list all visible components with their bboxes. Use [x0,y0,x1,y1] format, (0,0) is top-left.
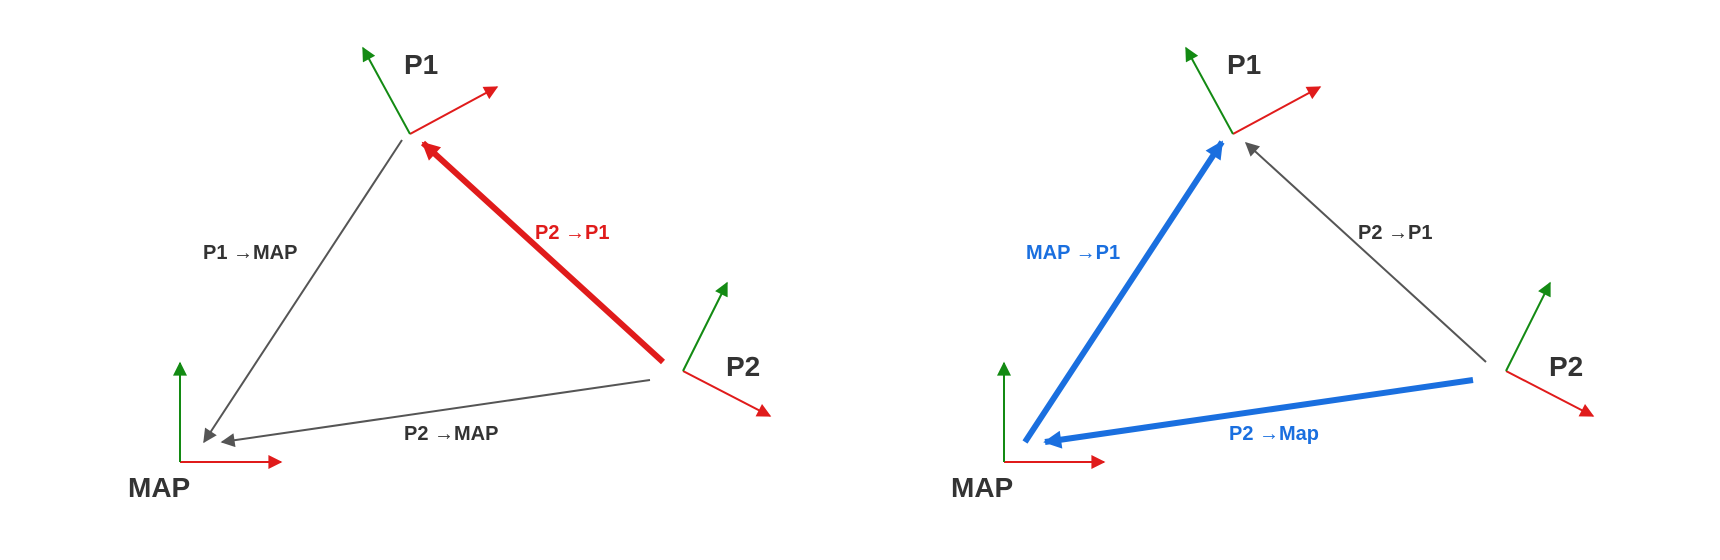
label-p1-right: P1 [1227,49,1261,80]
label-map: MAP [128,472,190,503]
map-frame-axes [173,361,283,469]
p2-x-axis [682,370,772,417]
p1-y-axis [362,46,411,135]
label-p1-to-map: P1 →MAP [203,242,297,264]
label-p2-to-map-right: P2 →Map [1229,423,1319,445]
label-p1: P1 [404,49,438,80]
p2-y-axis-right [1505,281,1551,372]
p1-frame-axes [362,46,499,135]
label-p2-to-p1: P2 →P1 [535,222,609,244]
p2-frame-axes [682,281,772,417]
p2-y-axis [682,281,728,372]
p2-x-axis-right [1505,370,1595,417]
panel-right: P1 P2 MAP MAP →P1 P2 →P1 P2 →Map [951,46,1595,503]
p2-frame-axes-right [1505,281,1595,417]
p1-x-axis [409,86,499,135]
p1-frame-axes-right [1185,46,1322,135]
label-map-right: MAP [951,472,1013,503]
edge-p2-to-map-right [1043,377,1474,449]
panel-left: P1 P2 MAP P1 →MAP P2 →P1 P2 →MAP [128,46,772,503]
edge-p1-to-map [203,139,403,444]
label-p2-right: P2 [1549,351,1583,382]
edge-p2-to-map [220,379,651,448]
label-p2: P2 [726,351,760,382]
label-p2-to-map: P2 →MAP [404,423,498,445]
p1-y-axis-right [1185,46,1234,135]
label-p2-to-p1-right: P2 →P1 [1358,222,1432,244]
edge-p2-to-p1-right [1244,142,1487,363]
map-frame-axes-right [997,361,1106,469]
edge-p2-to-p1 [420,140,666,365]
p1-x-axis-right [1232,86,1322,135]
label-map-to-p1: MAP →P1 [1026,242,1120,264]
edge-map-to-p1 [1022,140,1225,444]
